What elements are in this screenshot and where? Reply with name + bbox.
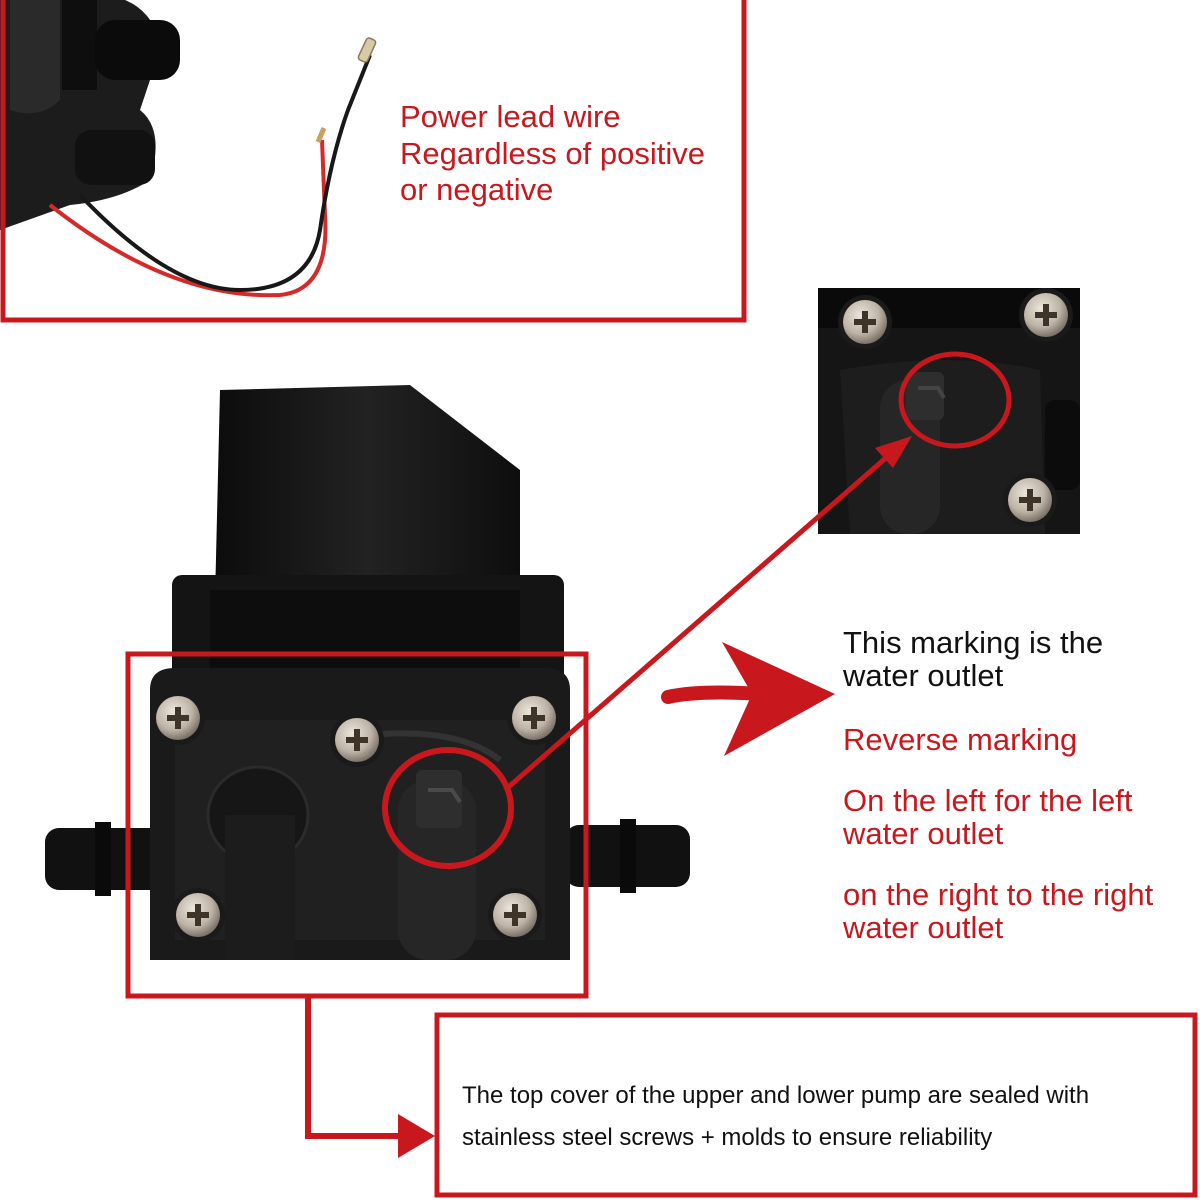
screw-icon xyxy=(1003,473,1057,527)
sealed-line1: The top cover of the upper and lower pum… xyxy=(462,1082,1090,1109)
screw-icon xyxy=(330,713,384,767)
power-wire-line3: or negative xyxy=(400,172,554,208)
right-outlet-line1: on the right to the right xyxy=(843,877,1154,912)
screw-icon xyxy=(171,888,225,942)
power-wire-callout: Power lead wire Regardless of positive o… xyxy=(400,99,705,209)
power-wire-line2: Regardless of positive xyxy=(400,135,705,171)
outlet-marking-line1: This marking is the xyxy=(843,625,1104,660)
screw-icon xyxy=(151,691,205,745)
outlet-marking-line2: water outlet xyxy=(843,657,1004,693)
arrow-icon xyxy=(305,996,435,1158)
outlet-marking-callout: This marking is the water outlet xyxy=(843,625,1104,693)
wire-terminal-icon xyxy=(357,37,377,63)
power-wire-line1: Power lead wire xyxy=(400,99,621,134)
sealed-description-frame xyxy=(434,1012,1198,1198)
right-outlet-callout: on the right to the right water outlet xyxy=(843,877,1154,945)
left-outlet-callout: On the left for the left water outlet xyxy=(843,783,1133,851)
sealed-line2: stainless steel screws + molds to ensure… xyxy=(462,1124,993,1151)
left-outlet-line2: water outlet xyxy=(843,815,1004,851)
screw-icon xyxy=(488,888,542,942)
right-outlet-line2: water outlet xyxy=(843,909,1004,945)
arrow-icon xyxy=(503,436,912,792)
screw-icon xyxy=(507,691,561,745)
pump-photo xyxy=(45,385,690,960)
reverse-marking-label: Reverse marking xyxy=(843,722,1078,757)
screw-icon xyxy=(838,295,892,349)
wire-photo xyxy=(0,0,377,298)
screw-icon xyxy=(1019,288,1073,342)
outlet-marking-circle xyxy=(382,747,514,869)
left-outlet-line1: On the left for the left xyxy=(843,783,1133,818)
sealed-description: The top cover of the upper and lower pum… xyxy=(462,1075,1089,1159)
outlet-zoom-photo xyxy=(818,288,1080,534)
pump-head-frame xyxy=(125,651,589,999)
arrow-icon xyxy=(661,642,835,756)
